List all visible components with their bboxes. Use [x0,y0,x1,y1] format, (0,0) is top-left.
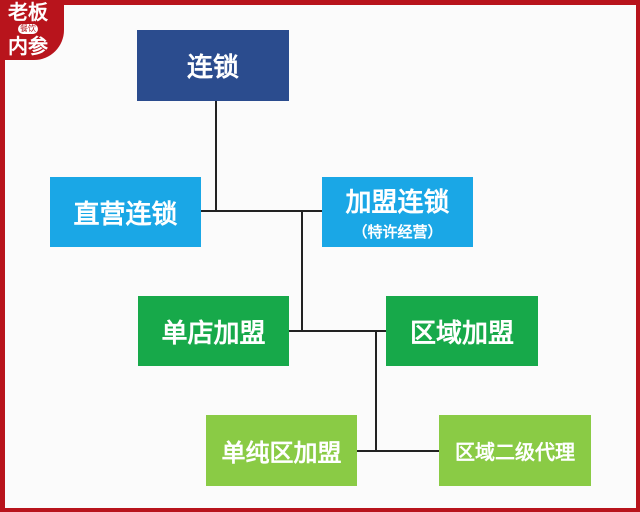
logo-text-1: 老板 [8,0,48,24]
node-label: 加盟连锁 [345,188,450,218]
logo: 老板 餐饮 内参 [0,0,64,60]
connector [201,210,322,212]
node-single-store: 单店加盟 [138,296,289,366]
node-label: 直营连锁 [73,199,178,230]
node-franchise-chain: 加盟连锁 （特许经营） [322,177,473,247]
node-sublabel: （特许经营） [352,223,443,241]
node-label: 单纯区加盟 [221,439,342,467]
connector [375,330,377,452]
node-pure-regional: 单纯区加盟 [206,415,357,486]
connector [215,101,217,212]
node-label: 区域加盟 [409,318,514,349]
connector [289,330,386,332]
node-sub-agent: 区域二级代理 [439,415,591,486]
connector [357,450,439,452]
logo-text-2: 内参 [8,34,48,58]
node-direct-chain: 直营连锁 [50,177,201,247]
node-chain: 连锁 [137,30,289,101]
node-label: 单店加盟 [161,318,266,349]
node-label: 连锁 [186,53,239,83]
logo-badge: 餐饮 [18,24,38,34]
connector [301,210,303,332]
node-regional: 区域加盟 [386,296,538,366]
node-label: 区域二级代理 [455,440,575,464]
